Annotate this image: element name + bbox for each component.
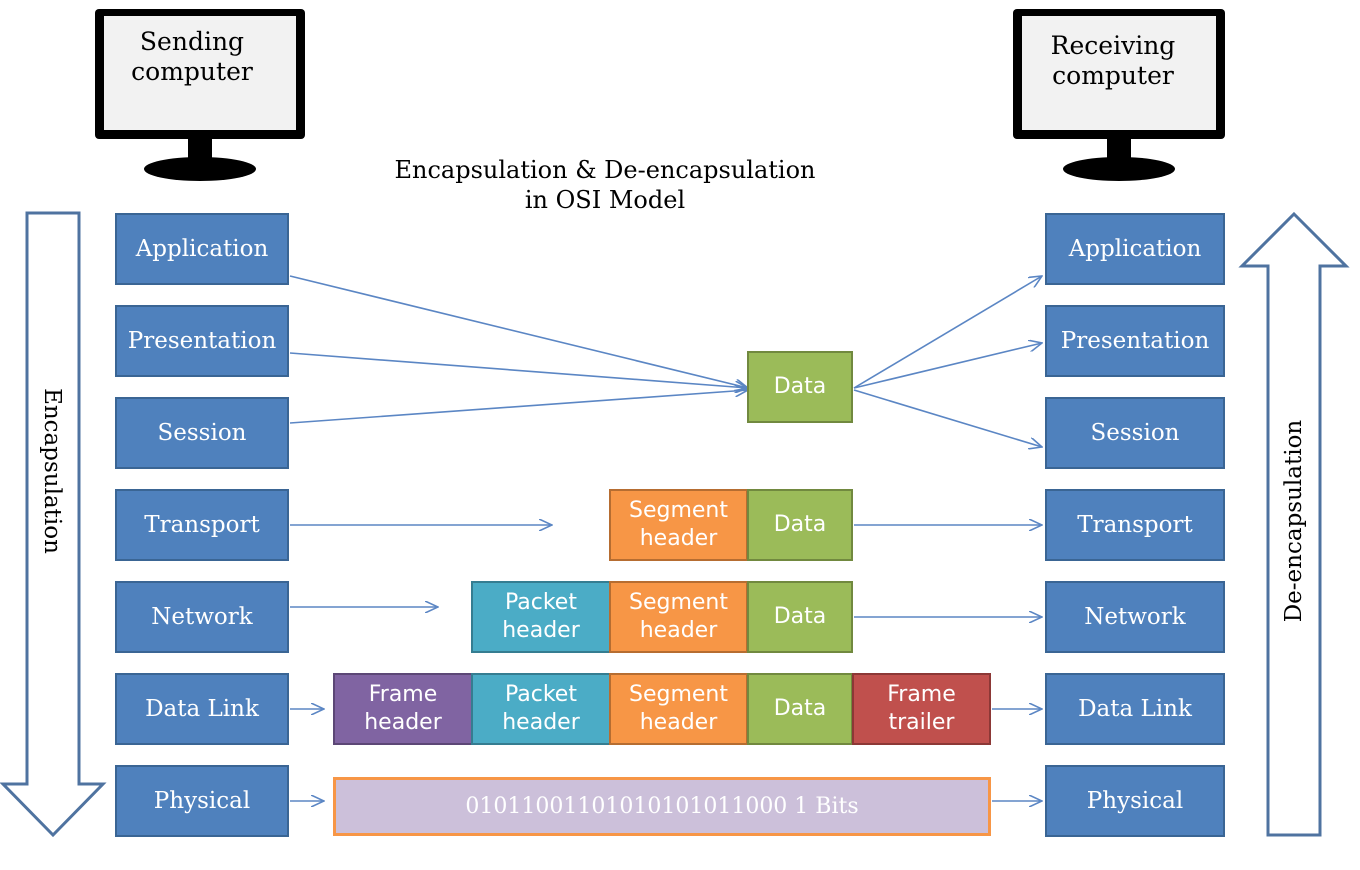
data-block-transport: Data — [747, 489, 853, 561]
sending-computer-monitor-icon — [95, 9, 305, 181]
data-block-data-link: Data — [747, 673, 853, 745]
deencapsulation-arrow — [1238, 211, 1350, 837]
sender-layer-transport: Transport — [115, 489, 289, 561]
arrow-session-to-data — [289, 390, 748, 424]
sender-layer-presentation: Presentation — [115, 305, 289, 377]
sender-layer-network: Network — [115, 581, 289, 653]
receiver-layer-data-link: Data Link — [1045, 673, 1225, 745]
sending-computer-label: Sending computer — [131, 27, 253, 86]
segment-header-network: Segment header — [609, 581, 748, 653]
receiving-computer-label: Receiving computer — [1050, 31, 1176, 90]
segment-header-data-link: Segment header — [609, 673, 748, 745]
segment-header-transport: Segment header — [609, 489, 748, 561]
receiver-layer-session: Session — [1045, 397, 1225, 469]
deencapsulation-label: De-encapsulation — [1281, 419, 1307, 623]
arrow-data-to-application — [853, 276, 1042, 389]
title-line-2: in OSI Model — [524, 186, 686, 214]
packet-header-data-link: Packet header — [471, 673, 611, 745]
receiver-layer-transport: Transport — [1045, 489, 1225, 561]
arrow-data-to-presentation — [853, 343, 1042, 389]
sender-layer-data-link: Data Link — [115, 673, 289, 745]
arrow-data-to-session — [853, 389, 1042, 447]
receiver-layer-presentation: Presentation — [1045, 305, 1225, 377]
frame-trailer-data-link: Frame trailer — [852, 673, 991, 745]
sender-layer-application: Application — [115, 213, 289, 285]
receiver-layer-physical: Physical — [1045, 765, 1225, 837]
arrow-presentation-to-data — [289, 352, 748, 388]
frame-header-data-link: Frame header — [333, 673, 473, 745]
receiving-computer-monitor-icon — [1013, 9, 1225, 181]
arrow-application-to-data — [289, 275, 748, 388]
encapsulation-label: Encapsulation — [39, 388, 65, 554]
title-line-1: Encapsulation & De-encapsulation — [394, 156, 816, 184]
data-block-network: Data — [747, 581, 853, 653]
data-block-upper: Data — [747, 351, 853, 423]
receiver-layer-application: Application — [1045, 213, 1225, 285]
packet-header-network: Packet header — [471, 581, 611, 653]
sender-layer-session: Session — [115, 397, 289, 469]
receiver-layer-network: Network — [1045, 581, 1225, 653]
encapsulation-arrow — [0, 211, 107, 838]
diagram-title: Encapsulation & De-encapsulation in OSI … — [390, 155, 820, 215]
bits-stream: 01011001101010101011000 1 Bits — [333, 777, 991, 836]
sender-layer-physical: Physical — [115, 765, 289, 837]
